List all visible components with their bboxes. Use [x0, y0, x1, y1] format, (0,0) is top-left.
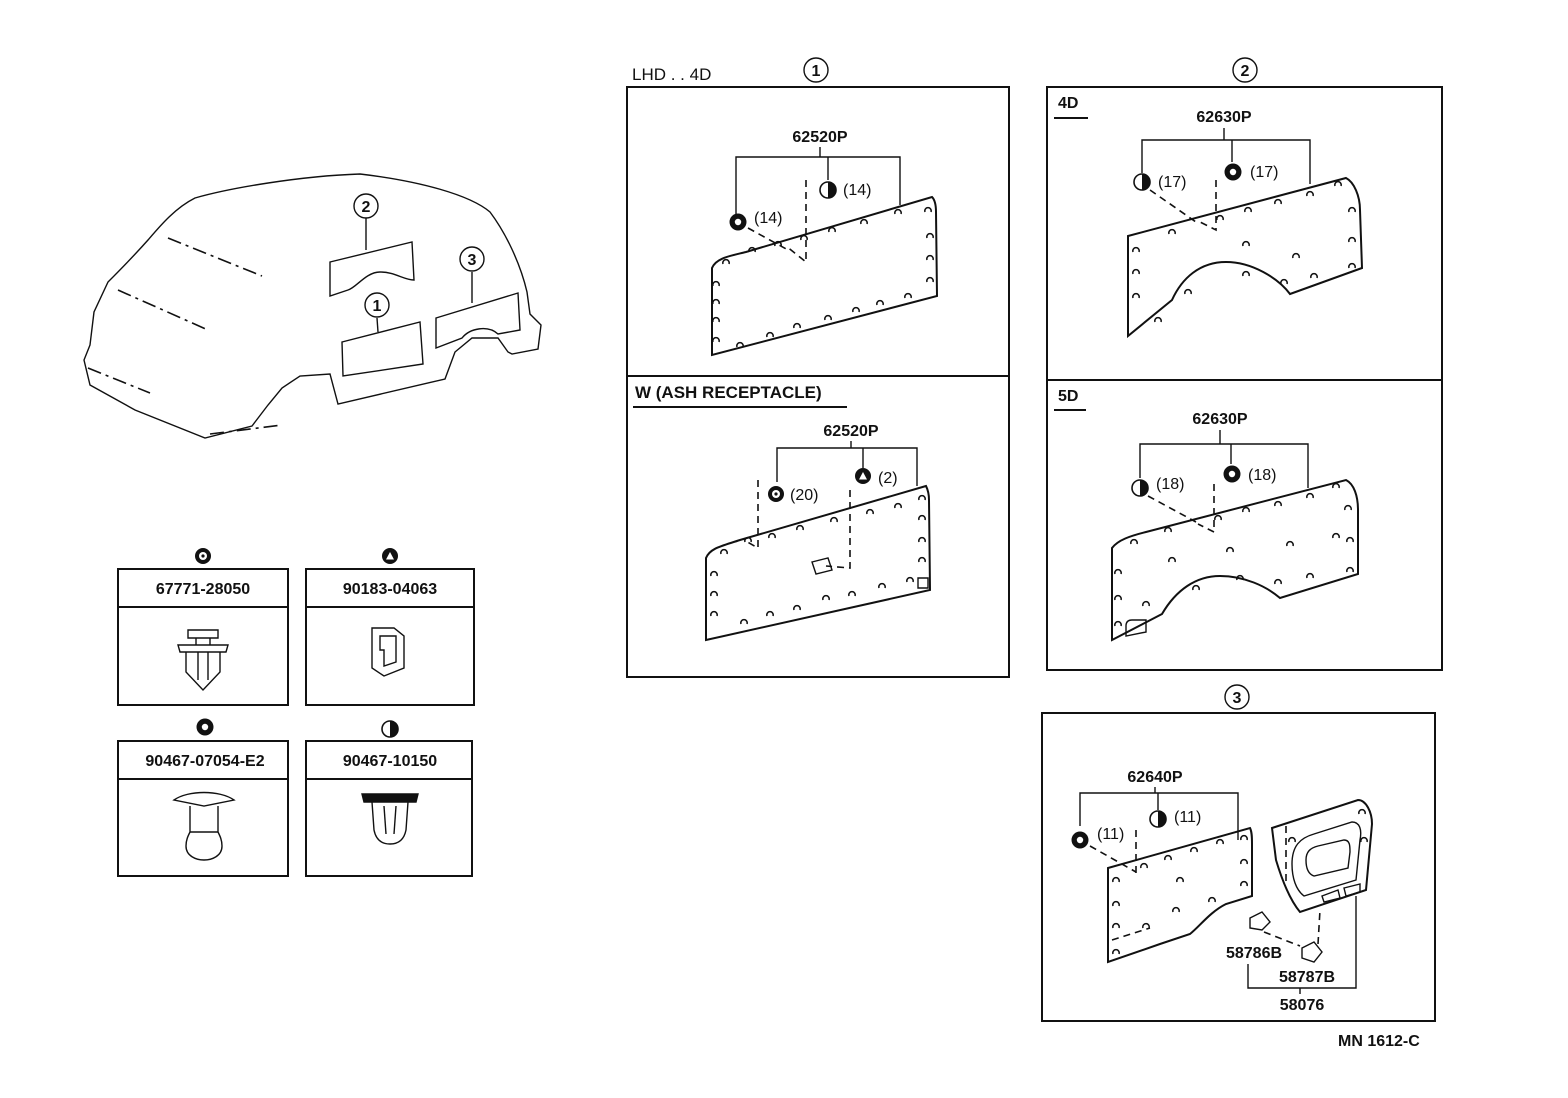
- panel-1-top-qty-b: (14): [843, 182, 871, 199]
- legend-part-2: 90183-04063: [343, 581, 437, 598]
- panel-3-part: 62640P: [1127, 769, 1182, 786]
- callout-circle-1: [364, 292, 390, 318]
- push-clip-drawing: [177, 629, 229, 692]
- overview-panel-1: [341, 321, 424, 377]
- panel-1-frame: [626, 86, 1010, 678]
- panel-3-frame: [1041, 712, 1436, 1022]
- panel-2-number: 2: [1241, 63, 1250, 80]
- screw-58786b: [1249, 911, 1271, 931]
- panel-2-group: 2 4D 62630P (17) (17) 5D 62630P (18: [1046, 57, 1443, 671]
- panel-1-bottom-heading: W (ASH RECEPTACLE): [635, 383, 822, 402]
- roof-line: [167, 237, 263, 277]
- panel-3-qty-a: (11): [1097, 826, 1124, 843]
- window-line: [117, 289, 209, 331]
- panel-1-top-part: 62520P: [792, 129, 847, 146]
- legend-box-2: [305, 568, 475, 706]
- drawing-code: MN 1612-C: [1338, 1033, 1420, 1050]
- vehicle-outline: [83, 173, 542, 439]
- trim-board-1-bottom: [705, 484, 932, 642]
- panel-1-bottom-qty-b: (2): [878, 470, 898, 487]
- callout-1: 1: [373, 298, 382, 315]
- overview-panel-2: [329, 241, 415, 297]
- callout-circle-2: [353, 193, 379, 219]
- panel-2-frame: [1046, 86, 1443, 671]
- vehicle-overview: 2 3 1: [83, 173, 542, 439]
- trim-board-3: [1107, 826, 1253, 964]
- legend-part-1: 67771-28050: [156, 581, 250, 598]
- ash-receptacle-bracket: [811, 557, 833, 575]
- grommet-clip-drawing: [361, 793, 419, 845]
- panel-1-group: 1 LHD . . 4D 62520P (14) (14) W (ASH REC…: [626, 57, 1010, 678]
- rivet-clip-drawing: [172, 791, 236, 861]
- panel-2-top-qty-a: (17): [1158, 174, 1186, 191]
- legend-box-3: [117, 740, 289, 877]
- bracket-clip-drawing: [371, 627, 405, 677]
- screw-58787b: [1301, 941, 1323, 963]
- sub-part-58787b: 58787B: [1279, 969, 1335, 986]
- legend-part-3: 90467-07054-E2: [145, 753, 264, 770]
- panel-1-number: 1: [812, 63, 821, 80]
- panel-2-bottom-heading: 5D: [1058, 388, 1078, 405]
- callout-3: 3: [468, 252, 477, 269]
- trim-board-2-5d: [1111, 478, 1359, 642]
- overview-panel-3: [435, 292, 521, 350]
- sill-line: [209, 424, 283, 435]
- panel-2-top-qty-b: (17): [1250, 164, 1278, 181]
- panel-1-top-qty-a: (14): [754, 210, 782, 227]
- clip-legend: 67771-28050 90183-04063 90467-07054-E2: [117, 548, 475, 877]
- legend-part-4: 90467-10150: [343, 753, 437, 770]
- panel-3-number: 3: [1233, 690, 1242, 707]
- bumper-line: [87, 367, 151, 394]
- trim-board-1-top: [711, 195, 939, 357]
- panel-2-bottom-qty-a: (18): [1156, 476, 1184, 493]
- callout-2: 2: [362, 199, 371, 216]
- panel-3-group: 3 62640P (11) (11) 58786B: [1041, 684, 1436, 1022]
- clip-half-icon: [381, 720, 399, 738]
- panel-2-bottom-qty-b: (18): [1248, 467, 1276, 484]
- callout-circle-3: [459, 246, 485, 272]
- panel-2-bottom-part: 62630P: [1192, 411, 1247, 428]
- trim-board-2-4d: [1127, 176, 1364, 339]
- legend-box-1: [117, 568, 289, 706]
- clip-solid-ring-icon: [196, 718, 214, 736]
- panel-2-top-part: 62630P: [1196, 109, 1251, 126]
- panel-1-top-heading: LHD . . 4D: [632, 65, 711, 84]
- panel-3-qty-b: (11): [1174, 809, 1201, 826]
- clip-triangle-icon: [382, 548, 398, 564]
- panel-2-top-heading: 4D: [1058, 95, 1078, 112]
- clip-ring-icon: [195, 548, 211, 564]
- panel-1-bottom-qty-a: (20): [790, 487, 818, 504]
- sub-part-58076: 58076: [1280, 997, 1325, 1014]
- side-cover-panel: [1270, 798, 1374, 914]
- sub-part-58786b: 58786B: [1226, 945, 1282, 962]
- legend-box-4: [305, 740, 473, 877]
- panel-1-bottom-part: 62520P: [823, 423, 878, 440]
